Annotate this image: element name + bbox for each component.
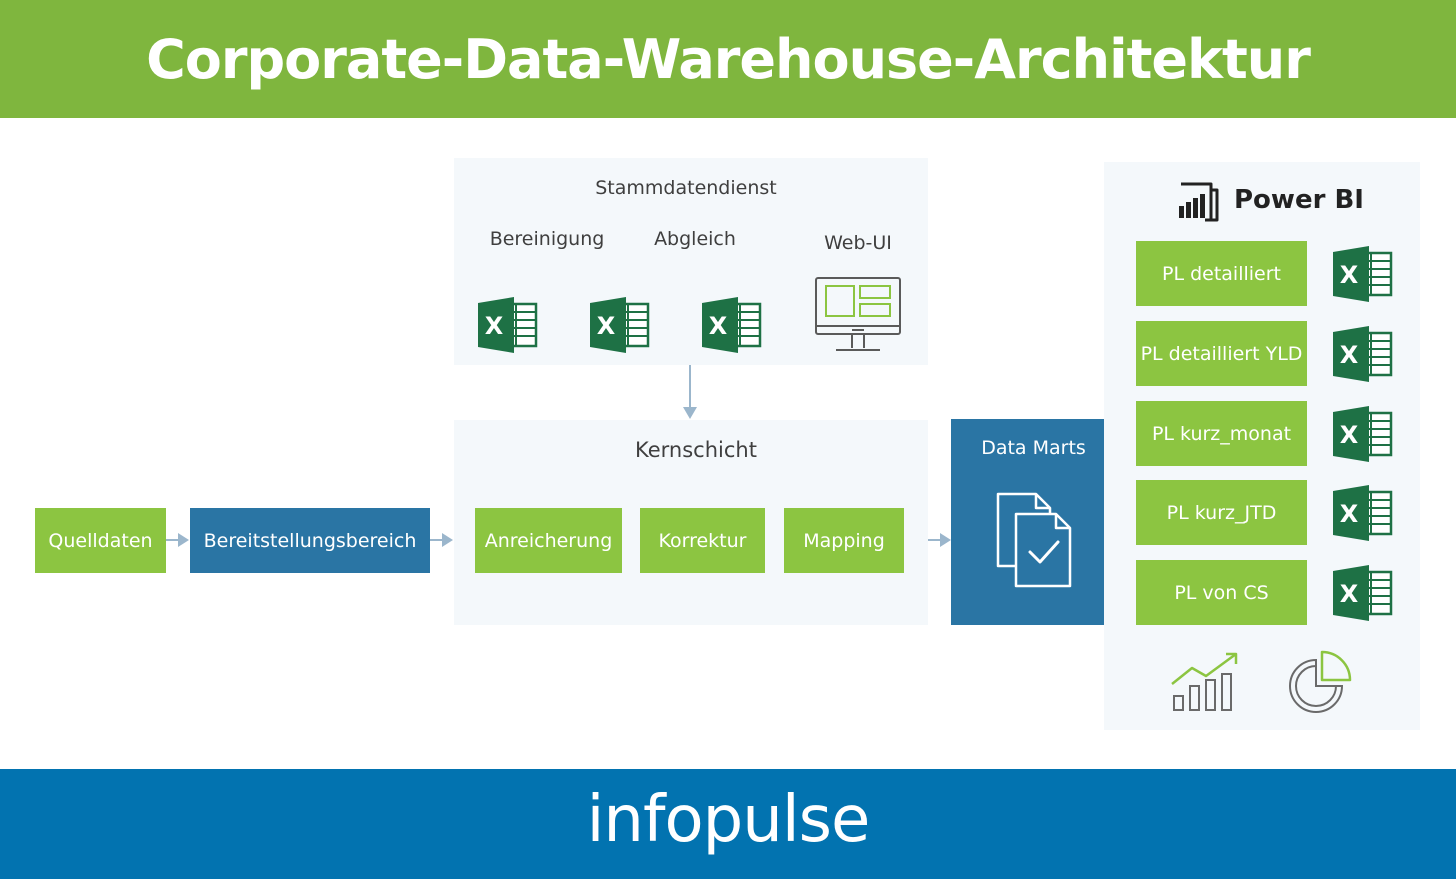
excel-icon bbox=[590, 297, 650, 353]
report-pl-kurz-jtd: PL kurz_JTD bbox=[1136, 480, 1307, 545]
excel-icon bbox=[1333, 485, 1393, 541]
excel-icon bbox=[702, 297, 762, 353]
report-pl-detailliert: PL detailliert bbox=[1136, 241, 1307, 306]
powerbi-logo-icon bbox=[1177, 180, 1221, 224]
staging-area-box: Bereitstellungsbereich bbox=[190, 508, 430, 573]
source-data-box: Quelldaten bbox=[35, 508, 166, 573]
report-pl-kurz-monat: PL kurz_monat bbox=[1136, 401, 1307, 466]
label-web-ui: Web-UI bbox=[824, 232, 892, 254]
arrow-right bbox=[430, 533, 453, 547]
report-pl-von-cs: PL von CS bbox=[1136, 560, 1307, 625]
bar-line-chart-icon bbox=[1170, 650, 1242, 712]
data-marts-title: Data Marts bbox=[981, 437, 1086, 459]
report-pl-detailliert-yld: PL detailliert YLD bbox=[1136, 321, 1307, 386]
excel-icon bbox=[1333, 246, 1393, 302]
step-mapping: Mapping bbox=[784, 508, 904, 573]
label-bereinigung: Bereinigung bbox=[489, 228, 605, 250]
excel-icon bbox=[478, 297, 538, 353]
core-layer-title: Kernschicht bbox=[635, 438, 757, 462]
excel-icon bbox=[1333, 326, 1393, 382]
infopulse-logo: infopulse bbox=[586, 783, 871, 857]
footer-bar: infopulse bbox=[0, 769, 1456, 879]
pie-chart-icon bbox=[1286, 650, 1352, 714]
monitor-icon bbox=[814, 276, 902, 354]
power-bi-title: Power BI bbox=[1234, 185, 1364, 215]
label-abgleich: Abgleich bbox=[654, 228, 736, 250]
page-title: Corporate-Data-Warehouse-Architektur bbox=[146, 27, 1311, 91]
excel-icon bbox=[1333, 406, 1393, 462]
arrow-down bbox=[683, 365, 697, 419]
step-korrektur: Korrektur bbox=[640, 508, 765, 573]
step-anreicherung: Anreicherung bbox=[475, 508, 622, 573]
header-bar: Corporate-Data-Warehouse-Architektur bbox=[0, 0, 1456, 118]
master-data-title: Stammdatendienst bbox=[595, 177, 777, 199]
arrow-right bbox=[166, 533, 189, 547]
documents-check-icon bbox=[994, 492, 1074, 590]
excel-icon bbox=[1333, 565, 1393, 621]
arrow-right bbox=[928, 533, 951, 547]
